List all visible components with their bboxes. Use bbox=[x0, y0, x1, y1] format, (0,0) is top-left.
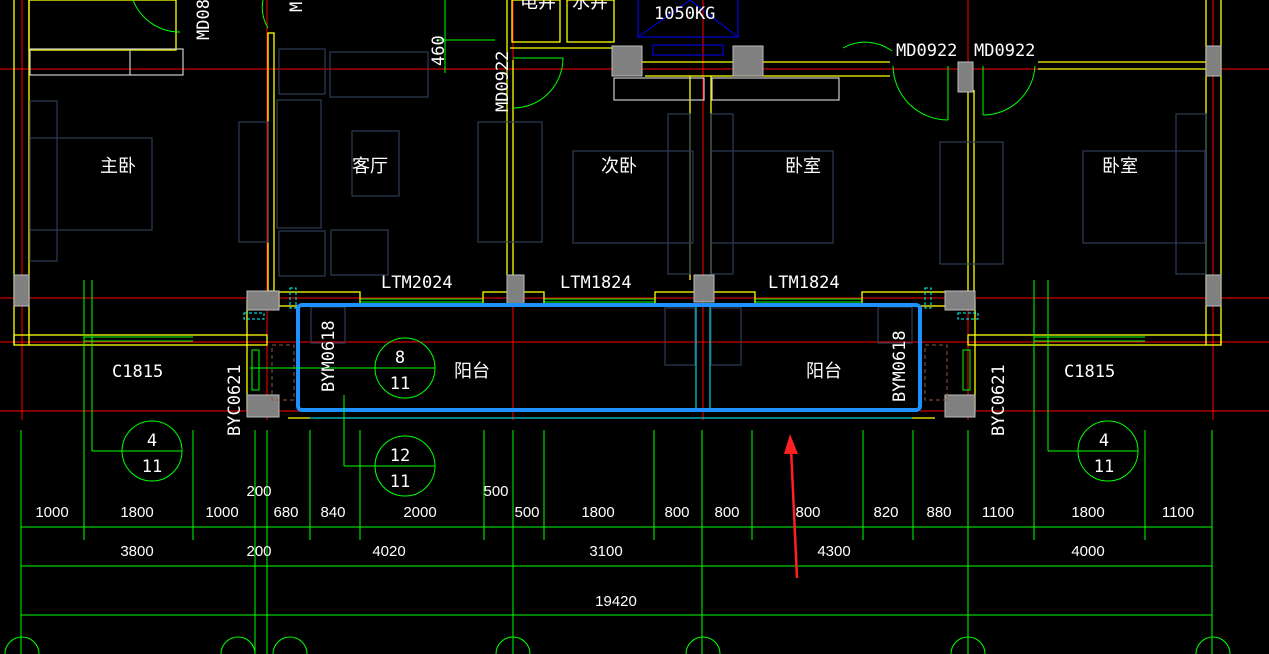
dimension-value: 3800 bbox=[120, 543, 153, 560]
dimension-value: 1000 bbox=[205, 504, 238, 521]
window-byc-right: BYC0621 bbox=[989, 364, 1009, 436]
dimension-value: 800 bbox=[714, 504, 739, 521]
door-bym-right: BYM0618 bbox=[890, 330, 910, 402]
dimension-value: 500 bbox=[483, 483, 508, 500]
callout-top: 12 bbox=[390, 446, 410, 466]
dimension-value: 1100 bbox=[1162, 504, 1194, 521]
callout-top: 4 bbox=[147, 431, 157, 451]
dimension-value: 680 bbox=[273, 504, 298, 521]
dimension-value: 4300 bbox=[817, 543, 850, 560]
dimension-value: 1800 bbox=[120, 504, 153, 521]
annotation-arrow-icon bbox=[784, 434, 799, 579]
dimension-value: 800 bbox=[795, 504, 820, 521]
dimension-value: 500 bbox=[514, 504, 539, 521]
room-label-balcony: 阳台 bbox=[806, 361, 842, 382]
callout-bottom: 11 bbox=[142, 457, 162, 477]
room-label-electric-shaft: 电井 bbox=[520, 0, 556, 13]
room-label-bedroom: 卧室 bbox=[785, 156, 821, 177]
callout-bottom: 11 bbox=[390, 472, 410, 492]
dimension-value: 820 bbox=[873, 504, 898, 521]
door-md-vertical: MD0922 bbox=[493, 51, 513, 112]
callout-top: 4 bbox=[1099, 431, 1109, 451]
dimension-value: 4020 bbox=[372, 543, 405, 560]
dimension-value: 1000 bbox=[35, 504, 68, 521]
callout-top: 8 bbox=[395, 348, 405, 368]
furniture bbox=[29, 48, 1207, 401]
room-label-second-bedroom: 次卧 bbox=[601, 156, 637, 177]
opening-ltm-left: LTM2024 bbox=[381, 273, 453, 293]
dimension-460: 460 bbox=[429, 35, 449, 66]
detail-callouts bbox=[4, 337, 1231, 654]
door-md-left: MD0922 bbox=[896, 41, 957, 61]
room-label-water-shaft: 水井 bbox=[572, 0, 608, 13]
opening-ltm-mid: LTM1824 bbox=[560, 273, 632, 293]
dimension-value: 840 bbox=[320, 504, 345, 521]
opening-labels: LTM2024 LTM1824 LTM1824 MD0922 MD0922 MD… bbox=[112, 0, 1115, 436]
window-byc-left: BYC0621 bbox=[225, 364, 245, 436]
dimension-value: 200 bbox=[246, 543, 271, 560]
room-label-master-bedroom: 主卧 bbox=[100, 156, 136, 177]
callout-bottom: 11 bbox=[1094, 457, 1114, 477]
window-c-right: C1815 bbox=[1064, 362, 1115, 382]
door-md-right: MD0922 bbox=[974, 41, 1035, 61]
callout-bottom: 11 bbox=[390, 374, 410, 394]
door-md-partial: MD08 bbox=[194, 0, 214, 40]
dimension-labels: 1000 1800 1000 680 840 2000 500 1800 800… bbox=[35, 483, 1194, 610]
callout-labels: 4 11 8 11 12 11 4 11 bbox=[142, 348, 1114, 492]
dimension-value: 2000 bbox=[403, 504, 436, 521]
opening-ltm-right: LTM1824 bbox=[768, 273, 840, 293]
dimension-value: 1800 bbox=[1071, 504, 1104, 521]
dimension-total: 19420 bbox=[595, 593, 637, 610]
door-m-partial: M bbox=[287, 2, 307, 12]
dimension-lines bbox=[20, 0, 1213, 654]
room-label-living-room: 客厅 bbox=[352, 156, 388, 177]
elevator bbox=[637, 0, 739, 56]
window-lines bbox=[84, 287, 1145, 419]
room-labels: 主卧 客厅 次卧 卧室 卧室 阳台 阳台 电井 水井 1050KG bbox=[100, 0, 1138, 382]
elevator-capacity: 1050KG bbox=[654, 4, 715, 24]
dimension-value: 200 bbox=[246, 483, 271, 500]
dimension-value: 1100 bbox=[982, 504, 1014, 521]
dimension-value: 880 bbox=[926, 504, 951, 521]
balcony-selection-outline[interactable] bbox=[296, 303, 922, 412]
room-label-bedroom: 卧室 bbox=[1102, 156, 1138, 177]
window-c-left: C1815 bbox=[112, 362, 163, 382]
dimension-value: 3100 bbox=[589, 543, 622, 560]
room-label-balcony: 阳台 bbox=[454, 361, 490, 382]
columns bbox=[13, 45, 1222, 418]
dimension-value: 4000 bbox=[1071, 543, 1104, 560]
dimension-value: 1800 bbox=[581, 504, 614, 521]
door-bym-left: BYM0618 bbox=[319, 320, 339, 392]
door-swings bbox=[132, 0, 1036, 121]
dimension-value: 800 bbox=[664, 504, 689, 521]
